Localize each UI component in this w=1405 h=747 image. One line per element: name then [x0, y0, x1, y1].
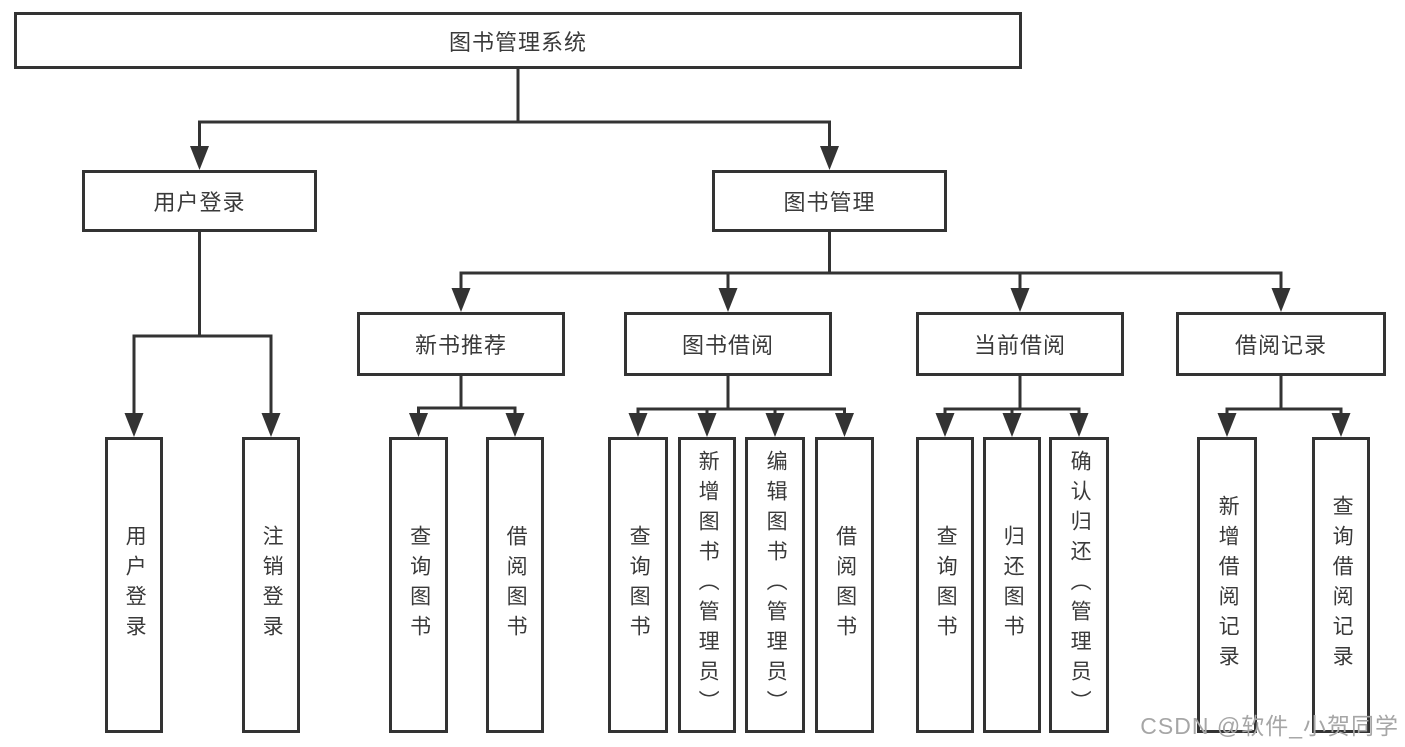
- leaf-add-borrow-record-label: 新增借阅记录: [1216, 495, 1240, 675]
- node-book-management-label: 图书管理: [783, 190, 876, 215]
- leaf-edit-books-admin: 编辑图书（管理员）: [745, 437, 805, 733]
- node-book-management: 图书管理: [712, 170, 947, 232]
- leaf-add-borrow-record: 新增借阅记录: [1197, 437, 1257, 733]
- leaf-borrow-books-2-label: 借阅图书: [833, 525, 857, 645]
- leaf-query-borrow-record: 查询借阅记录: [1312, 437, 1370, 733]
- node-user-login-label: 用户登录: [153, 190, 246, 215]
- leaf-query-books-1-label: 查询图书: [407, 525, 431, 645]
- node-book-borrowing-label: 图书借阅: [681, 333, 774, 358]
- leaf-add-books-admin: 新增图书（管理员）: [678, 437, 736, 733]
- node-borrow-records-label: 借阅记录: [1234, 333, 1327, 358]
- leaf-add-books-admin-label: 新增图书（管理员）: [696, 450, 720, 720]
- leaf-edit-books-admin-label: 编辑图书（管理员）: [764, 450, 788, 720]
- leaf-logout: 注销登录: [242, 437, 300, 733]
- leaf-borrow-books-2: 借阅图书: [815, 437, 874, 733]
- leaf-borrow-books-1: 借阅图书: [486, 437, 544, 733]
- leaf-return-books-label: 归还图书: [1001, 525, 1025, 645]
- node-current-borrowing-label: 当前借阅: [973, 333, 1066, 358]
- leaf-query-books-2: 查询图书: [608, 437, 668, 733]
- node-new-book-recommend: 新书推荐: [357, 312, 565, 376]
- leaf-query-books-2-label: 查询图书: [627, 525, 651, 645]
- leaf-query-books-1: 查询图书: [389, 437, 448, 733]
- leaf-borrow-books-1-label: 借阅图书: [504, 525, 528, 645]
- leaf-confirm-return-admin-label: 确认归还（管理员）: [1068, 450, 1092, 720]
- node-root-label: 图书管理系统: [448, 29, 587, 55]
- leaf-user-login-label: 用户登录: [123, 525, 147, 645]
- node-new-book-recommend-label: 新书推荐: [414, 333, 507, 358]
- leaf-query-books-3: 查询图书: [916, 437, 974, 733]
- csdn-watermark: CSDN @软件_小贺同学: [1140, 713, 1399, 739]
- leaf-query-borrow-record-label: 查询借阅记录: [1330, 495, 1354, 675]
- leaf-confirm-return-admin: 确认归还（管理员）: [1049, 437, 1109, 733]
- node-book-borrowing: 图书借阅: [624, 312, 832, 376]
- leaf-return-books: 归还图书: [983, 437, 1041, 733]
- node-user-login: 用户登录: [82, 170, 317, 232]
- node-current-borrowing: 当前借阅: [916, 312, 1124, 376]
- leaf-user-login: 用户登录: [105, 437, 163, 733]
- leaf-logout-label: 注销登录: [260, 525, 284, 645]
- node-borrow-records: 借阅记录: [1176, 312, 1386, 376]
- node-root: 图书管理系统: [14, 12, 1022, 69]
- leaf-query-books-3-label: 查询图书: [934, 525, 958, 645]
